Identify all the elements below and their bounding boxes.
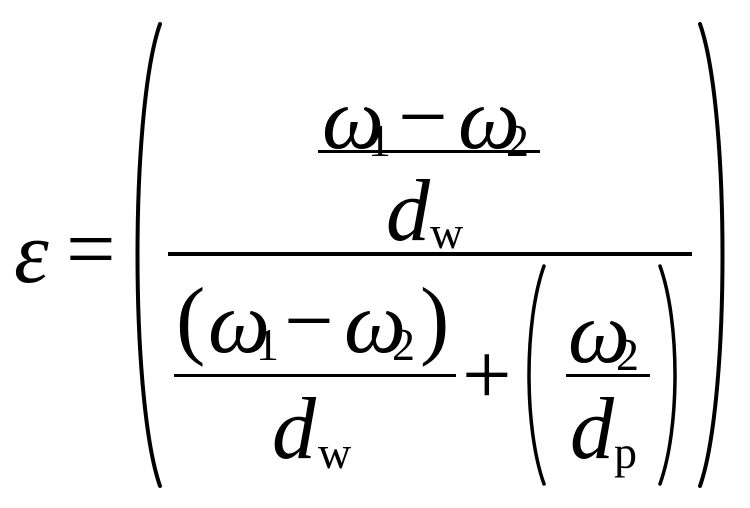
- left-term-fraction-bar: [174, 374, 456, 377]
- right-term-close-paren: [658, 264, 677, 486]
- omega-2: ω: [344, 275, 407, 372]
- top-inner-fraction-bar: [318, 150, 540, 153]
- right-term-fraction-bar: [566, 374, 650, 377]
- subscript-w: w: [430, 207, 464, 258]
- minus-sign: −: [398, 69, 448, 166]
- omega-1: ω: [322, 71, 385, 168]
- subscript-w: w: [318, 427, 352, 478]
- subscript-1: 1: [368, 115, 391, 166]
- epsilon-symbol: ε: [14, 205, 49, 302]
- minus-sign: −: [284, 273, 334, 370]
- subscript-2: 2: [506, 115, 529, 166]
- outer-open-paren: [135, 22, 162, 488]
- omega-2: ω: [458, 71, 521, 168]
- subscript-2: 2: [616, 329, 639, 380]
- plus-sign: +: [462, 327, 512, 424]
- subscript-p: p: [614, 427, 637, 478]
- subscript-1: 1: [256, 319, 279, 370]
- right-term-open-paren: [527, 264, 546, 486]
- equals-sign: =: [66, 201, 116, 298]
- open-paren: (: [176, 271, 206, 368]
- outer-close-paren: [698, 22, 725, 488]
- close-paren: ): [420, 271, 450, 368]
- d-variable: d: [386, 163, 430, 260]
- omega-1: ω: [208, 275, 271, 372]
- subscript-2: 2: [392, 319, 415, 370]
- d-variable: d: [570, 381, 614, 478]
- main-fraction-bar: [168, 252, 692, 256]
- d-variable: d: [272, 381, 316, 478]
- omega-2: ω: [568, 285, 631, 382]
